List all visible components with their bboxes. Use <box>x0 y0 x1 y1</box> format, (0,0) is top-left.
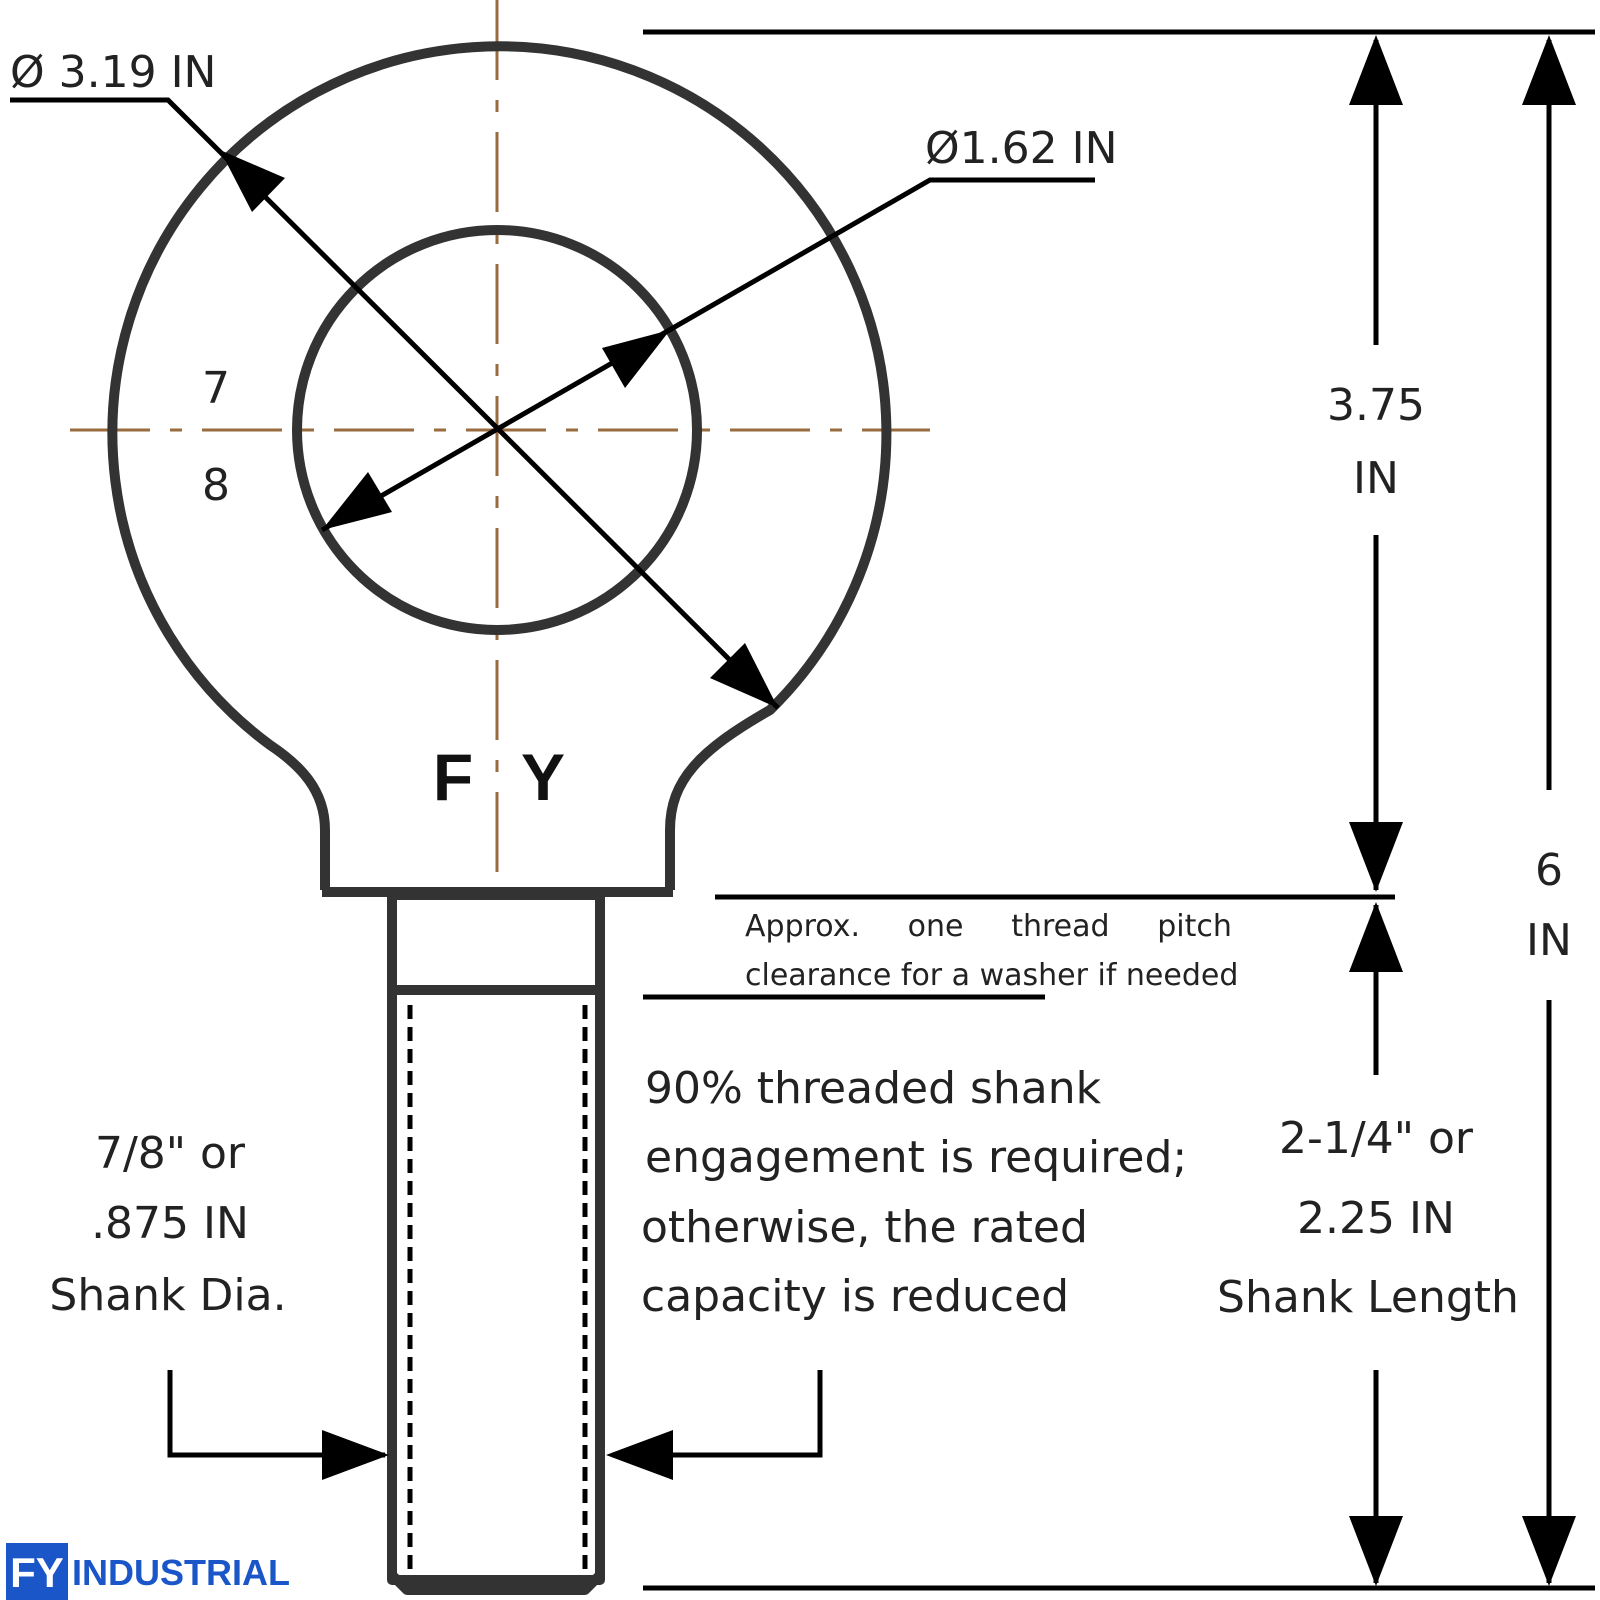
overall-height-value: 6 <box>1535 845 1563 896</box>
outer-diameter-leader <box>10 97 780 710</box>
shank-length-line3: Shank Length <box>1217 1272 1519 1323</box>
washer-note-line2: clearance for a washer if needed <box>745 958 1238 993</box>
engagement-note-line4: capacity is reduced <box>641 1271 1069 1322</box>
shank-diameter-leader-left <box>167 1370 385 1458</box>
overall-height-unit: IN <box>1526 915 1572 966</box>
inner-diameter-arrow-upper <box>602 330 670 388</box>
logo-mark-box <box>6 1543 68 1600</box>
fraction-denominator: 8 <box>202 460 230 511</box>
inner-diameter-leader <box>320 177 1095 533</box>
eye-outer-outline <box>107 41 892 890</box>
height-3-75-arrow-top <box>1349 35 1403 105</box>
washer-note-line1: Approx. one thread pitch <box>745 909 1232 944</box>
eye-inner-circle <box>292 225 702 635</box>
shank-diameter-line3: Shank Dia. <box>49 1270 286 1321</box>
stamp-letter-f: F <box>433 740 473 814</box>
engagement-note-line2: engagement is required; <box>645 1132 1187 1183</box>
height-3-75-value: 3.75 <box>1327 380 1425 431</box>
shank-length-arrow-bottom <box>1349 1516 1403 1586</box>
stamp-letter-y: Y <box>521 740 565 814</box>
outer-diameter-arrow-top <box>220 150 285 212</box>
logo-mark: FY <box>10 1549 64 1596</box>
overall-height-arrow-bottom <box>1522 1516 1576 1586</box>
shank-length-arrow-top <box>1349 902 1403 972</box>
shank-diameter-arrow-right <box>606 1430 673 1480</box>
engagement-note-line1: 90% threaded shank <box>645 1063 1102 1114</box>
inner-diameter-arrow-lower <box>322 472 392 530</box>
outer-diameter-label: Ø 3.19 IN <box>10 47 216 98</box>
shank-diameter-line2: .875 IN <box>91 1198 249 1249</box>
fraction-numerator: 7 <box>202 363 230 414</box>
engagement-note-line3: otherwise, the rated <box>641 1202 1088 1253</box>
shank-diameter-line1: 7/8" or <box>95 1128 246 1179</box>
logo-name: INDUSTRIAL <box>72 1552 290 1593</box>
height-3-75-arrow-bottom <box>1349 822 1403 892</box>
height-3-75-unit: IN <box>1353 453 1399 504</box>
shank-diameter-arrow-left <box>322 1430 389 1480</box>
shank-chamfer <box>388 1571 604 1595</box>
shank-diameter-leader-right <box>612 1370 823 1458</box>
inner-diameter-label: Ø1.62 IN <box>925 123 1117 174</box>
shank-length-line1: 2-1/4" or <box>1279 1113 1474 1164</box>
outer-diameter-arrow-bottom <box>710 643 778 708</box>
overall-height-arrow-top <box>1522 35 1576 105</box>
shank-length-line2: 2.25 IN <box>1297 1193 1455 1244</box>
shank-outline <box>387 890 605 1585</box>
